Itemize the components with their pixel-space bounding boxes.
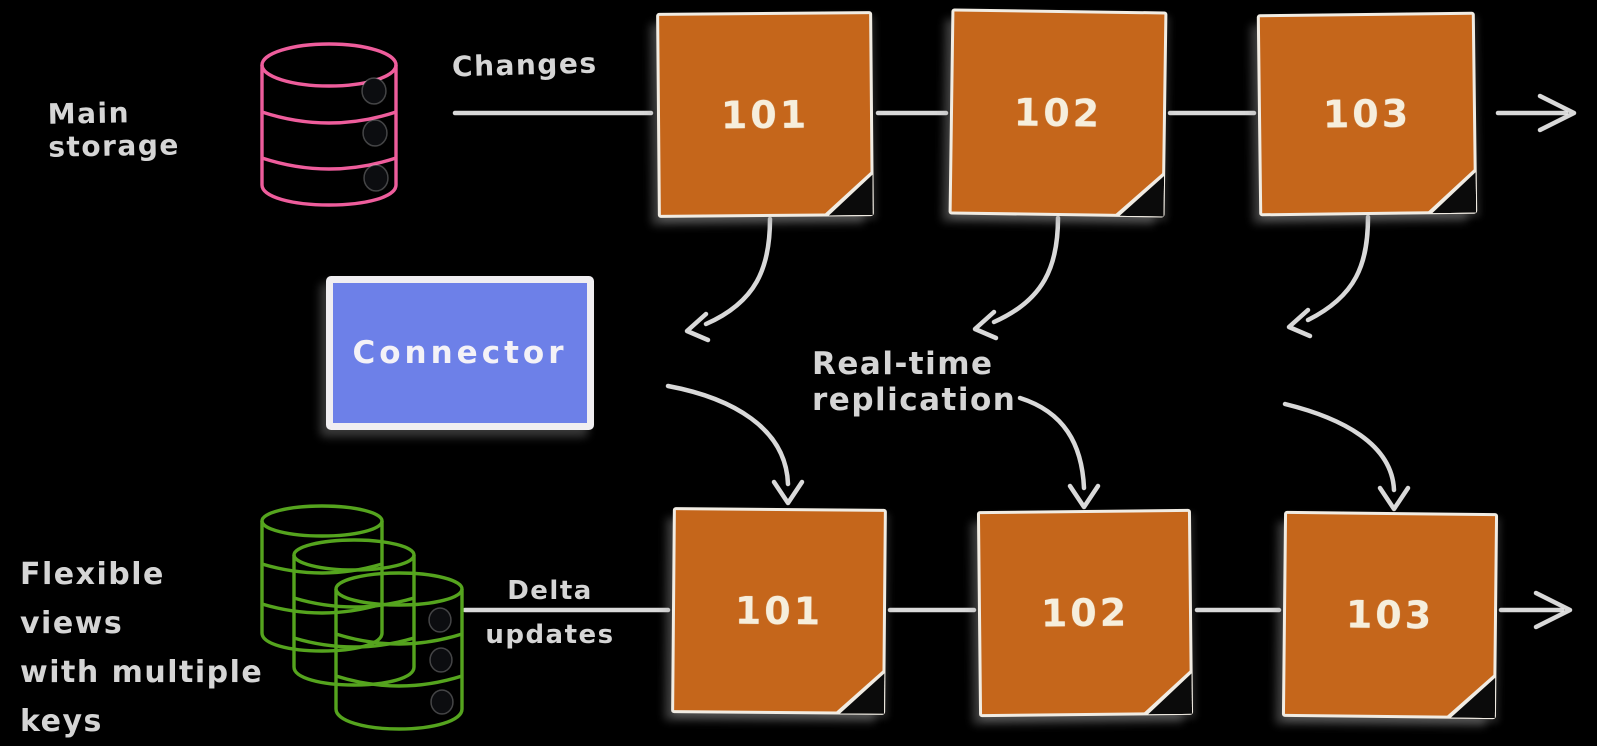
replication-curve-top-103 xyxy=(1305,214,1371,323)
db-separator xyxy=(261,156,397,171)
folded-corner-icon xyxy=(1114,171,1165,217)
arrow-right-icon xyxy=(1537,93,1577,133)
note-number: 103 xyxy=(1345,592,1435,638)
note-number: 101 xyxy=(720,92,810,137)
db-dot xyxy=(361,77,387,105)
replication-curve-bottom-102 xyxy=(1017,395,1087,491)
folded-corner-icon xyxy=(822,170,872,215)
bottom-note-103: 103 xyxy=(1281,510,1499,720)
note-number: 103 xyxy=(1322,91,1412,137)
changes-label: Changes xyxy=(451,46,598,84)
top-note-103: 103 xyxy=(1256,11,1478,217)
source-database-icon xyxy=(260,42,398,207)
arrow-left-down-icon xyxy=(684,311,711,343)
folded-corner-icon xyxy=(1426,168,1477,214)
db-top xyxy=(260,42,398,88)
arrow-left-down-icon xyxy=(972,309,999,341)
folded-corner-icon xyxy=(1142,669,1192,715)
db-dot xyxy=(362,119,388,147)
flexible-views-line-3: keys xyxy=(20,704,103,739)
arrow-down-icon xyxy=(771,479,805,506)
note-number: 101 xyxy=(734,588,824,634)
replication-label: Real-time replication xyxy=(812,346,1017,418)
bottom-note-101: 101 xyxy=(671,507,887,715)
connector-label: Connector xyxy=(352,335,568,371)
db-body xyxy=(260,65,398,207)
replica-database-stack-icon xyxy=(260,504,464,731)
arrow-down-icon xyxy=(1377,485,1411,512)
replication-curve-top-101 xyxy=(703,216,773,327)
note-number: 102 xyxy=(1040,590,1130,636)
source-db-label: Main storage xyxy=(47,96,181,164)
db-separator xyxy=(261,110,397,125)
connector-box: Connector xyxy=(326,276,594,430)
replication-curve-bottom-101 xyxy=(665,383,791,487)
delta-label-line-2: updates xyxy=(485,620,615,650)
delta-label-line-1: Delta xyxy=(507,576,593,606)
db-dot xyxy=(363,164,389,192)
folded-corner-icon xyxy=(1445,673,1495,719)
flexible-views-line-1: Flexible views xyxy=(20,557,165,641)
folded-corner-icon xyxy=(834,668,884,713)
arrow-right-icon xyxy=(1533,590,1573,630)
bottom-note-102: 102 xyxy=(976,508,1194,718)
flexible-views-label: Flexible views with multiple keys xyxy=(20,550,270,746)
replica-db-middle xyxy=(292,538,416,687)
replication-curve-bottom-103 xyxy=(1282,401,1397,493)
replica-db-front xyxy=(334,571,464,731)
top-note-102: 102 xyxy=(948,8,1168,218)
top-note-101: 101 xyxy=(656,11,874,218)
arrow-left-down-icon xyxy=(1286,307,1313,339)
flexible-views-line-2: with multiple xyxy=(20,655,264,690)
replication-curve-top-102 xyxy=(991,215,1061,325)
replica-db-back xyxy=(260,504,384,653)
arrow-down-icon xyxy=(1067,483,1101,510)
note-number: 102 xyxy=(1013,90,1103,136)
